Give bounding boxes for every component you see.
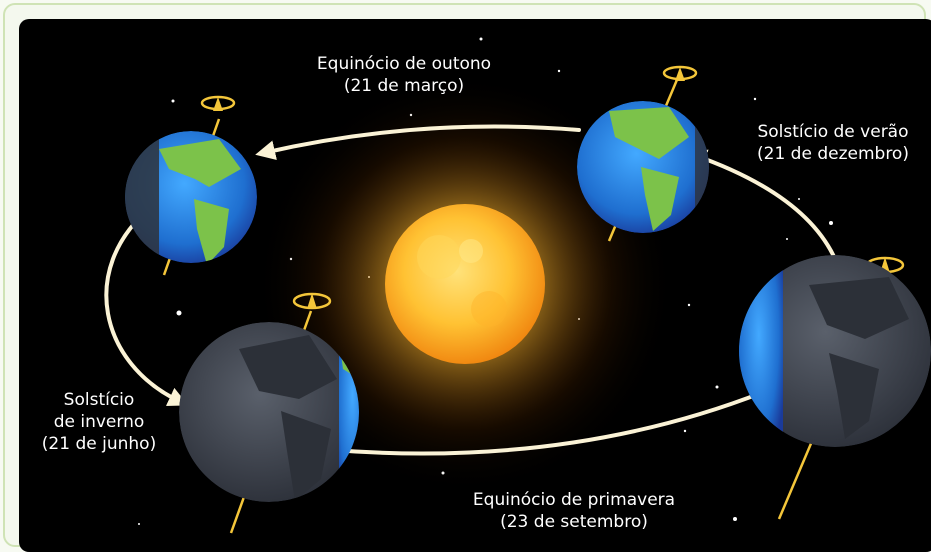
- earth-spring-equinox: [739, 255, 931, 520]
- earth-summer-solstice: [577, 65, 709, 242]
- orbit-diagram: [104, 37, 931, 534]
- autumn-equinox-date: (21 de março): [343, 76, 465, 96]
- label-spring-equinox: Equinócio de primavera (23 de setembro): [449, 489, 699, 533]
- summer-solstice-date: (21 de dezembro): [757, 144, 909, 164]
- label-winter-solstice: Solstício de inverno (21 de junho): [29, 389, 169, 455]
- spring-equinox-date: (23 de setembro): [500, 512, 648, 532]
- earth-autumn-equinox: [125, 95, 257, 276]
- winter-solstice-line2: de inverno: [53, 412, 145, 432]
- figure-frame: Equinócio de outono (21 de março) Solstí…: [3, 3, 931, 552]
- summer-solstice-name: Solstício de verão: [757, 122, 909, 142]
- orbit-diagram-panel: Equinócio de outono (21 de março) Solstí…: [19, 19, 931, 552]
- spring-equinox-name: Equinócio de primavera: [472, 490, 676, 510]
- sun: [255, 74, 675, 494]
- autumn-equinox-name: Equinócio de outono: [316, 54, 492, 74]
- label-autumn-equinox: Equinócio de outono (21 de março): [289, 53, 519, 97]
- label-summer-solstice: Solstício de verão (21 de dezembro): [735, 121, 931, 165]
- winter-solstice-date: (21 de junho): [41, 434, 157, 454]
- winter-solstice-line1: Solstício: [63, 390, 135, 410]
